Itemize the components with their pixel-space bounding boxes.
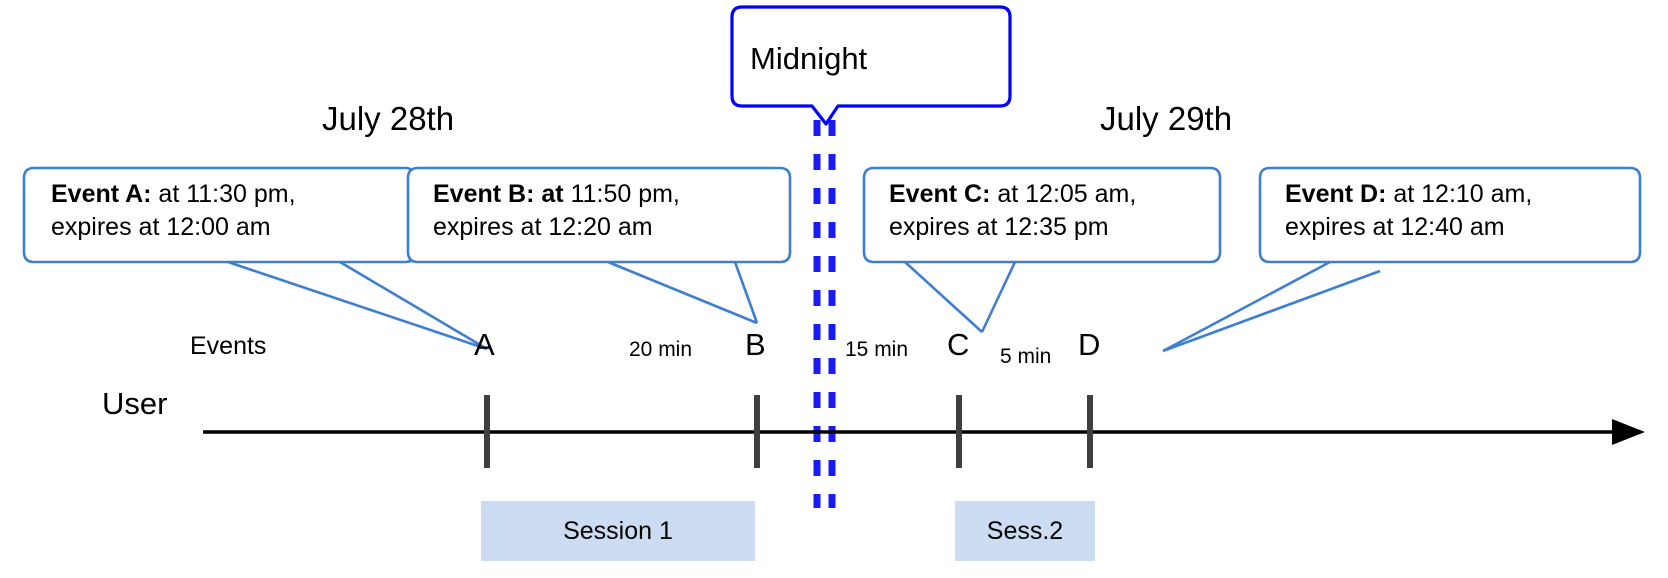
midnight-dashed-line [813,120,836,508]
marker-label-a: A [474,327,495,362]
event-d-text: Event D: at 12:10 am, expires at 12:40 a… [1285,178,1635,244]
marker-label-c: C [947,327,970,362]
axis-tick-marks [484,395,1093,468]
timeline-axis [203,419,1645,445]
event-a-title: Event A: [51,180,152,208]
user-row-label: User [102,386,168,421]
session-1-label: Session 1 [563,516,673,545]
date-label-right: July 29th [1100,100,1233,137]
event-b-line1: 11:50 pm, [563,180,680,208]
event-a-line2: expires at 12:00 am [51,213,271,241]
interval-label-5min: 5 min [1000,345,1052,368]
event-b-line2: expires at 12:20 am [433,213,653,241]
event-a-line1: at 11:30 pm, [151,180,296,208]
marker-label-b: B [745,327,766,362]
event-d-line2: expires at 12:40 am [1285,213,1505,241]
event-d-title: Event D: [1285,180,1387,208]
midnight-callout [730,5,1012,126]
event-b-callout [406,166,792,325]
event-d-line1: at 12:10 am, [1386,180,1533,208]
event-c-text: Event C: at 12:05 am, expires at 12:35 p… [889,178,1219,244]
session-block-1: Session 1 [481,501,755,561]
events-row-label: Events [190,332,267,360]
interval-label-15min: 15 min [845,338,909,361]
session-2-label: Sess.2 [986,516,1064,545]
session-block-2: Sess.2 [955,501,1095,561]
event-c-line2: expires at 12:35 pm [889,213,1109,241]
event-b-text: Event B: at 11:50 pm, expires at 12:20 a… [433,178,783,244]
event-c-line1: at 12:05 am, [990,180,1137,208]
event-d-callout [1162,166,1642,353]
marker-label-d: D [1078,327,1101,362]
date-label-left: July 28th [322,100,455,137]
event-c-title: Event C: [889,180,991,208]
midnight-label: Midnight [750,41,868,76]
event-a-text: Event A: at 11:30 pm, expires at 12:00 a… [51,178,411,244]
event-c-callout [862,166,1222,333]
event-b-title: Event B: [433,180,535,208]
interval-label-20min: 20 min [629,338,693,361]
event-b-title-extra: at [534,180,564,208]
